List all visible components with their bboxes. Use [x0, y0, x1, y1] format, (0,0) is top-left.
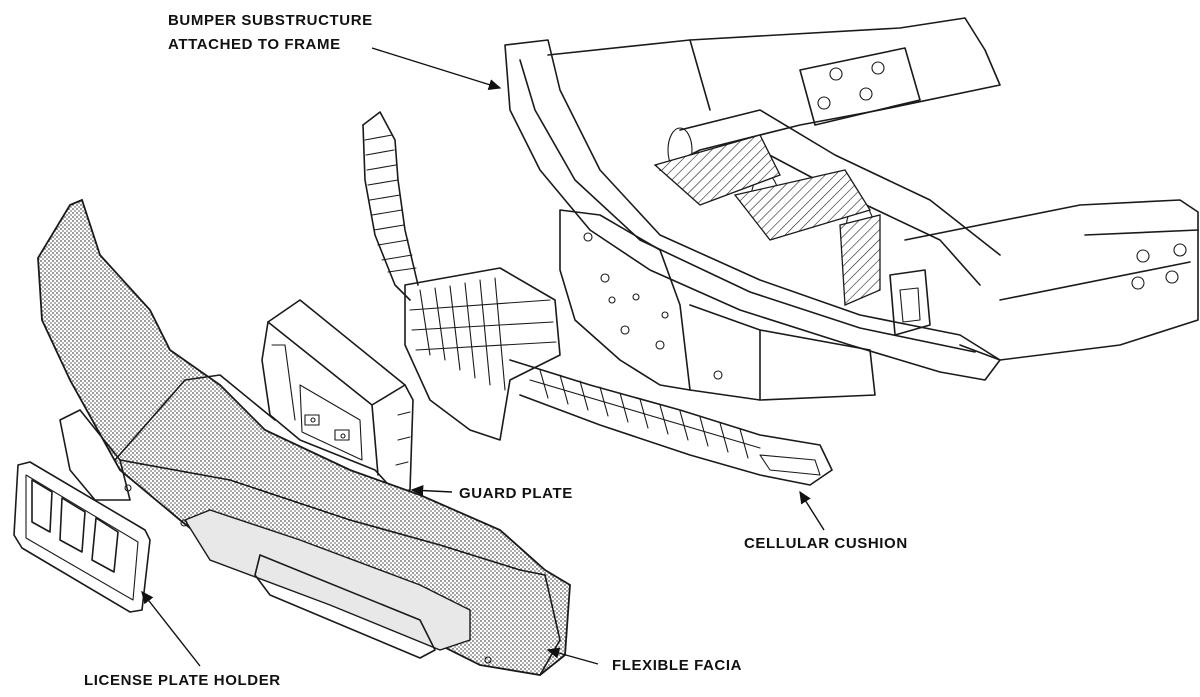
frame-bolt-group-lower — [1131, 243, 1187, 290]
leader-guard-plate — [410, 484, 453, 497]
flexible-facia — [37, 198, 571, 676]
leader-bumper-substructure — [371, 47, 502, 91]
leader-license-plate-holder — [141, 590, 201, 667]
label-guard-plate: GUARD PLATE — [459, 485, 573, 502]
frame-bolt-group-upper — [817, 61, 885, 110]
leader-flexible-facia — [546, 647, 599, 665]
mounting-holes — [583, 232, 723, 380]
leader-cellular-cushion — [799, 490, 825, 531]
label-flexible-facia: FLEXIBLE FACIA — [612, 657, 742, 674]
label-license-plate-holder: LICENSE PLATE HOLDER — [84, 672, 281, 689]
label-bumper-substructure-line2: ATTACHED TO FRAME — [168, 36, 341, 53]
guard-plate-slots — [304, 414, 350, 441]
label-cellular-cushion: CELLULAR CUSHION — [744, 535, 908, 552]
bumper-substructure — [504, 17, 1199, 401]
license-plate-holder — [13, 461, 151, 613]
cellular-cushion — [362, 111, 833, 486]
leader-lines — [141, 47, 825, 667]
license-plate-slots — [31, 479, 119, 573]
label-bumper-substructure-line1: BUMPER SUBSTRUCTURE — [168, 12, 373, 29]
